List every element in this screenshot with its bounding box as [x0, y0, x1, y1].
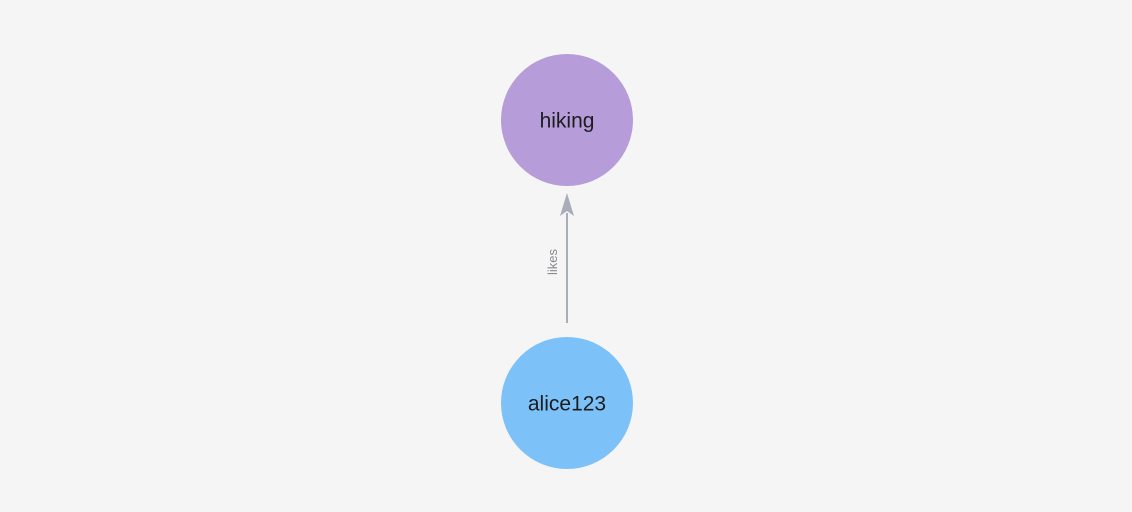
edge-alice123-likes-hiking[interactable]: likes [545, 193, 574, 323]
node-alice123[interactable]: alice123 [501, 337, 633, 469]
node-circle-alice123[interactable] [501, 337, 633, 469]
edge-label-likes: likes [545, 249, 560, 276]
node-hiking[interactable]: hiking [501, 54, 633, 186]
arrowhead-up-icon [560, 193, 574, 216]
node-circle-hiking[interactable] [501, 54, 633, 186]
